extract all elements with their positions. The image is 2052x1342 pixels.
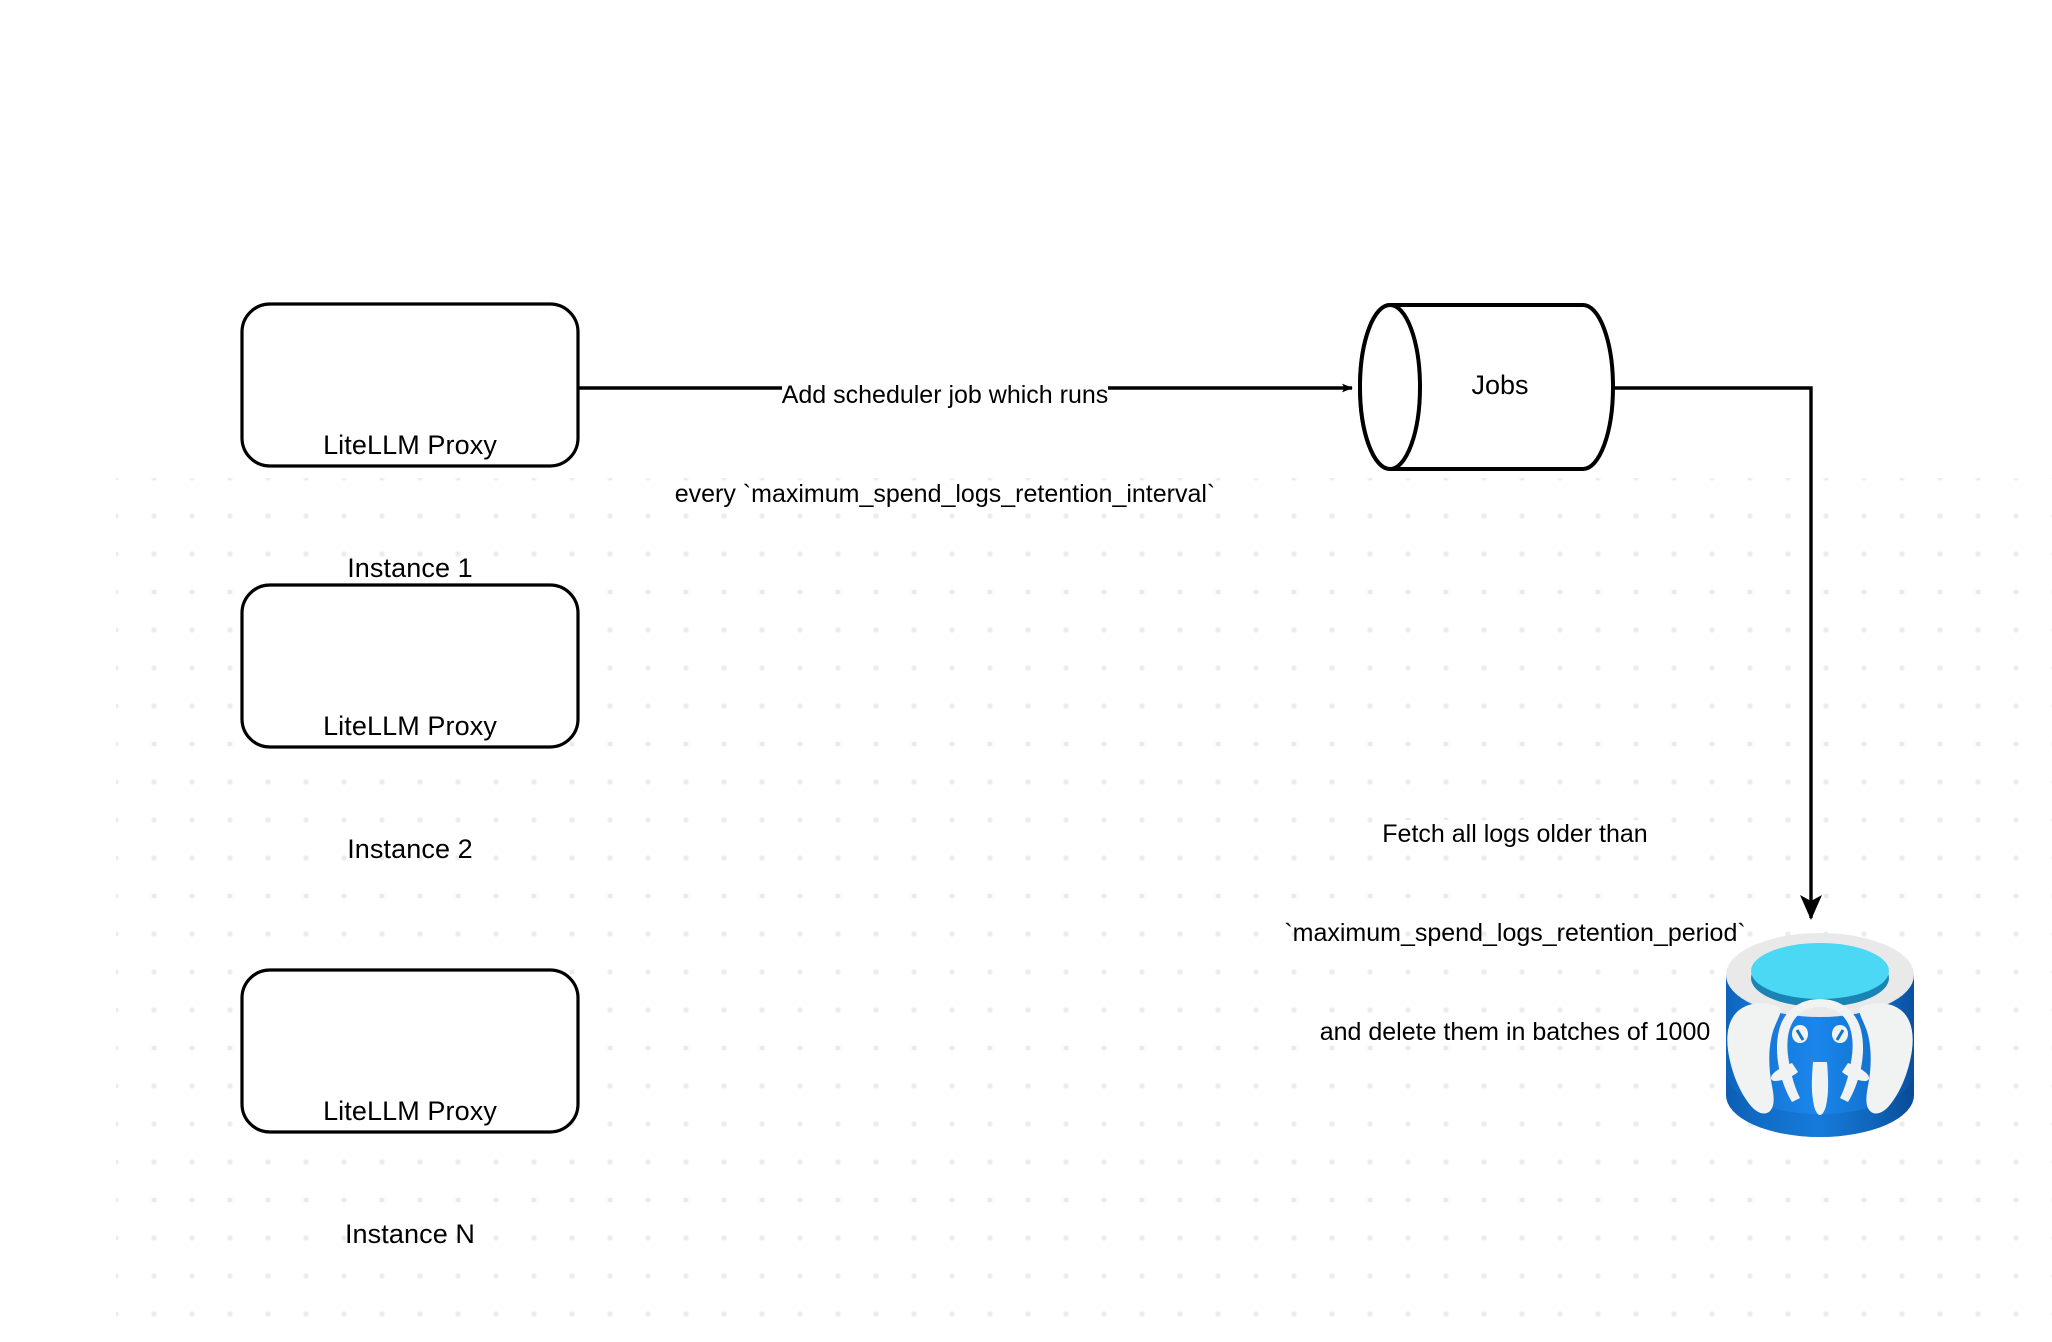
edge-label-2-line-2: `maximum_spend_logs_retention_period`: [1284, 919, 1746, 947]
node-instance-1-line-1: LiteLLM Proxy: [323, 430, 497, 460]
node-instance-n-shape[interactable]: [240, 968, 580, 1134]
node-instance-2-shape[interactable]: [240, 583, 580, 749]
postgresql-database-icon[interactable]: [1726, 933, 1914, 1137]
edge-jobs-to-postgres: [1613, 386, 1822, 920]
node-instance-n-line-2: Instance N: [344, 1219, 476, 1249]
edge-label-1-line-2: every `maximum_spend_logs_retention_inte…: [674, 480, 1216, 508]
node-instance-1-label: LiteLLM Proxy Instance 1: [242, 343, 578, 671]
edge-jobs-to-postgres-label: Fetch all logs older than `maximum_spend…: [1230, 752, 1800, 1115]
node-instance-2-label: LiteLLM Proxy Instance 2: [242, 624, 578, 952]
node-jobs-shape[interactable]: [1358, 303, 1615, 471]
edge-instance1-to-jobs-label: Add scheduler job which runs every `maxi…: [565, 313, 1325, 577]
node-instance-2-line-1: LiteLLM Proxy: [323, 711, 497, 741]
edge-label-1-line-1: Add scheduler job which runs: [781, 381, 1109, 409]
edge-label-2-line-1: Fetch all logs older than: [1382, 820, 1648, 848]
node-instance-2-line-2: Instance 2: [347, 834, 473, 864]
node-instance-n-label: LiteLLM Proxy Instance N: [242, 1009, 578, 1337]
node-jobs-label: Jobs: [1471, 370, 1529, 400]
node-instance-n-line-1: LiteLLM Proxy: [323, 1096, 497, 1126]
node-instance-1-shape[interactable]: [240, 302, 580, 468]
node-instance-1-line-2: Instance 1: [347, 553, 473, 583]
edge-label-2-line-3: and delete them in batches of 1000: [1319, 1018, 1711, 1046]
